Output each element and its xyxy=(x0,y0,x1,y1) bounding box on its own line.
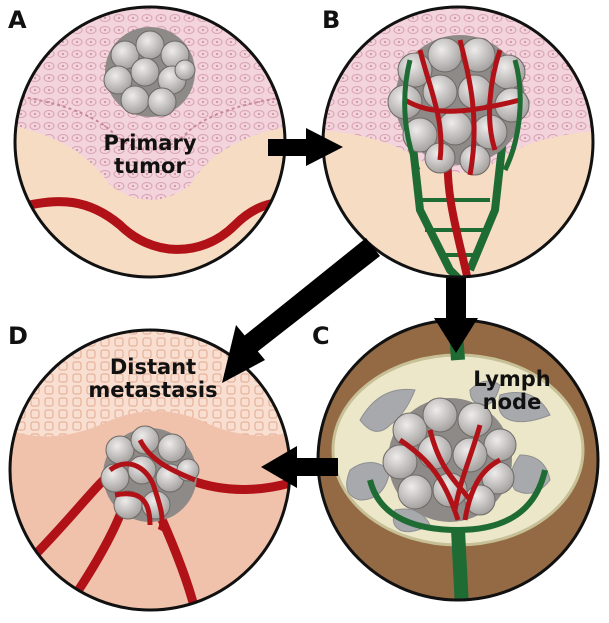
panel-b-letter: B xyxy=(322,6,341,34)
lymph-node-label-line1: Lymph xyxy=(473,367,551,391)
panel-d-letter: D xyxy=(8,322,28,350)
panel-a-letter: A xyxy=(8,6,27,34)
arrow-b-to-c xyxy=(434,278,478,353)
arrow-a-to-b xyxy=(268,128,343,166)
panel-c-letter: C xyxy=(312,322,330,350)
distant-metastasis-label-line1: Distant xyxy=(109,355,197,379)
metastasis-tumor-cluster xyxy=(100,425,200,532)
angiogenic-tumor-cluster xyxy=(387,35,530,176)
distant-metastasis-label-line2: metastasis xyxy=(88,378,218,402)
lymph-node-label: Lymph node xyxy=(464,368,560,414)
arrow-c-to-d xyxy=(261,446,338,488)
primary-tumor-label-line2: tumor xyxy=(114,154,186,178)
lymph-node-label-line2: node xyxy=(482,390,542,414)
arrow-b-to-d xyxy=(222,238,380,383)
distant-metastasis-label: Distant metastasis xyxy=(78,356,228,402)
primary-tumor-label: Primary tumor xyxy=(92,132,208,178)
primary-tumor-label-line1: Primary xyxy=(103,131,197,155)
lymph-node-tumor-cluster xyxy=(382,397,517,522)
primary-tumor-cluster xyxy=(103,27,196,117)
